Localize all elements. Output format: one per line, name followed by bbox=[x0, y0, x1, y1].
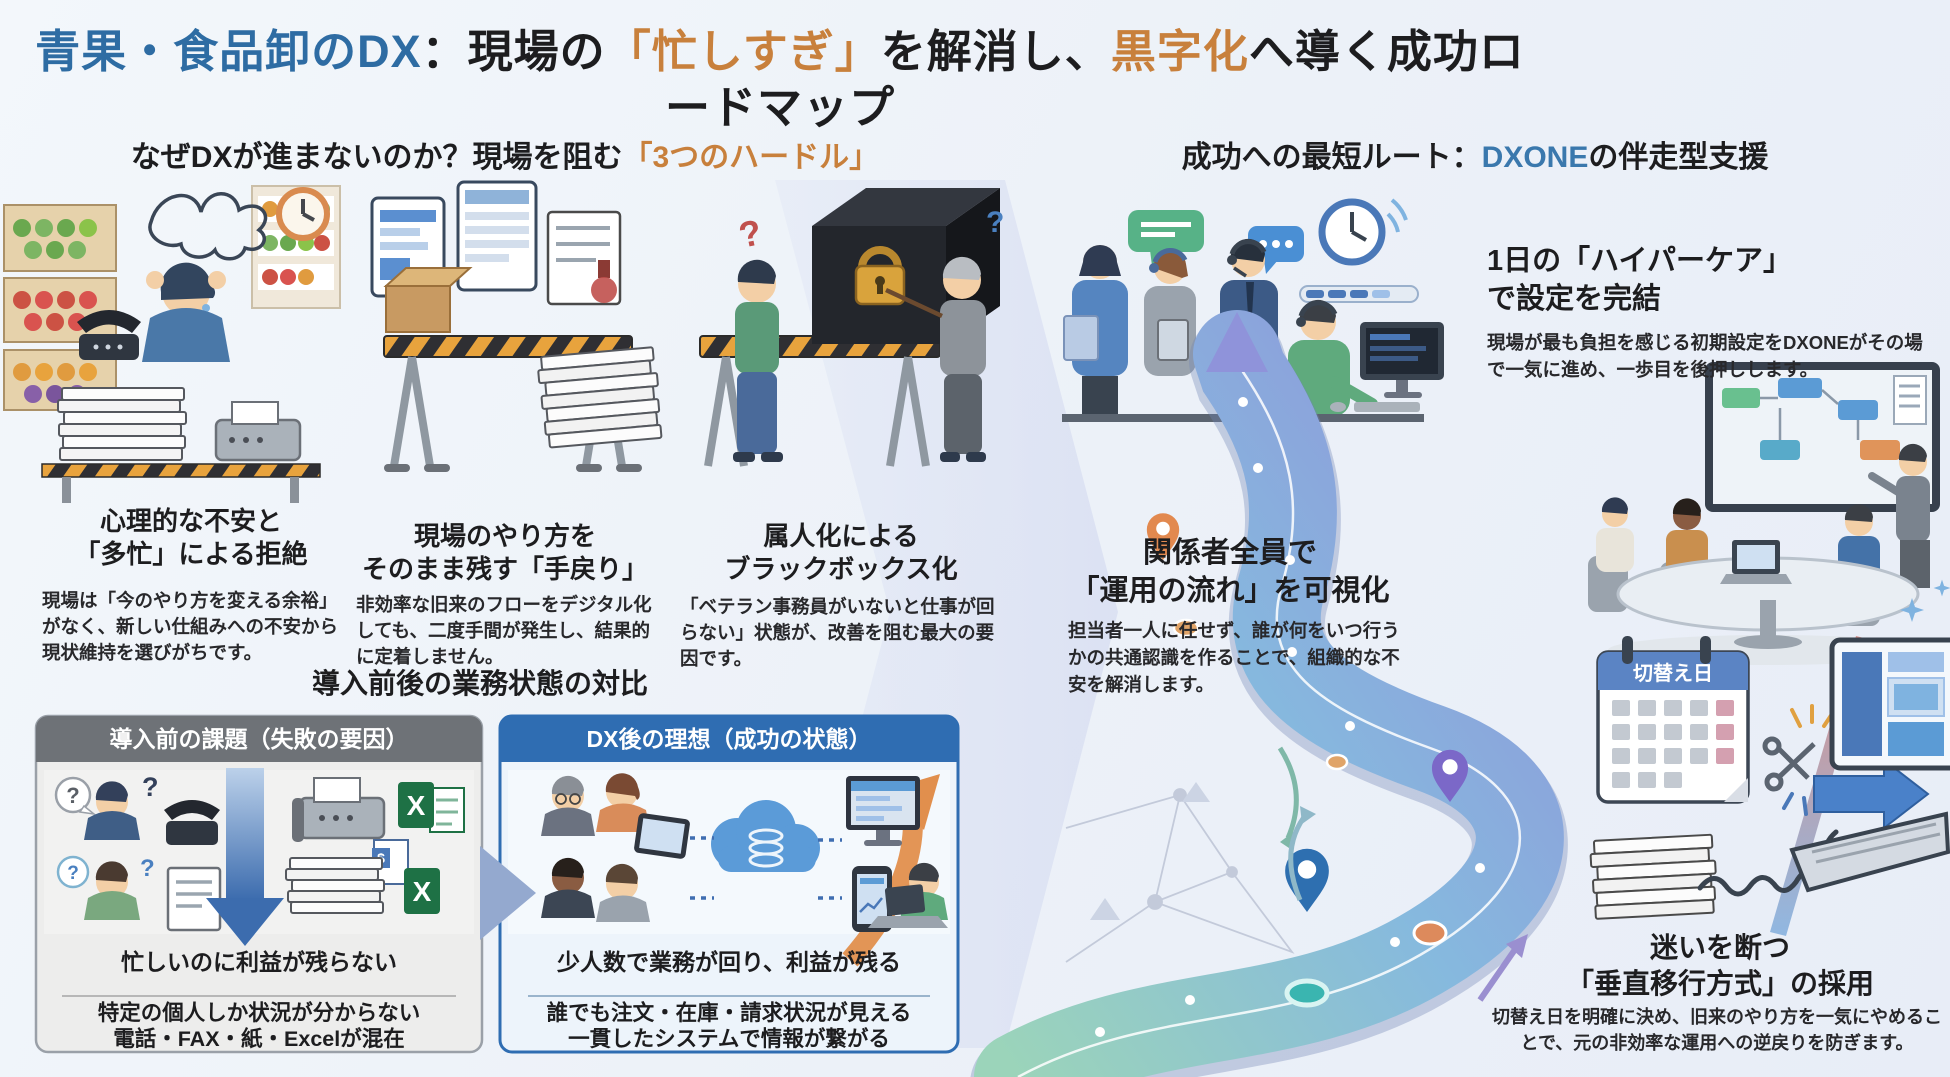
network-lines bbox=[1065, 782, 1295, 963]
workstation-monitor bbox=[1330, 322, 1444, 412]
step-1-title: 1日の「ハイパーケア」 で設定を完結 bbox=[1487, 245, 1792, 315]
clock-icon bbox=[1318, 198, 1408, 266]
before-line-2b: 電話・FAX・紙・Excelが混在 bbox=[113, 1027, 405, 1052]
svg-text:X: X bbox=[413, 876, 432, 907]
desk-phone-icon bbox=[77, 310, 141, 360]
stressed-worker-illustration bbox=[41, 187, 330, 503]
before-line-1: 忙しいのに利益が残らない bbox=[121, 949, 397, 975]
step-2-title: 関係者全員で 「運用の流れ」を可視化 bbox=[1070, 537, 1390, 607]
hurdle-3-title: 属人化による ブラックボックス化 bbox=[724, 521, 958, 584]
before-line-2: 特定の個人しか状況が分からない 電話・FAX・紙・Excelが混在 bbox=[36, 1000, 482, 1052]
hurdle-1-title: 心理的な不安と 「多忙」による拒絶 bbox=[74, 506, 308, 569]
right-heading-brand: DXONE bbox=[1481, 141, 1589, 174]
svg-text:?: ? bbox=[140, 855, 155, 882]
scissors-icon bbox=[1762, 736, 1816, 792]
veteran-worker bbox=[885, 256, 986, 462]
blackbox-illustration: ? ? bbox=[699, 188, 1004, 467]
svg-text:?: ? bbox=[66, 783, 79, 808]
after-line-2a: 誰でも注文・在庫・請求状況が見える bbox=[546, 1001, 912, 1025]
page-title: 青果・食品卸のDX：現場の「忙しすぎ」を解消し、黒字化へ導く成功ロードマップ bbox=[25, 24, 1535, 137]
svg-text:?: ? bbox=[986, 206, 1004, 239]
meeting-illustration bbox=[1588, 362, 1940, 665]
hurdle-2-body: 非効率な旧来のフローをデジタル化しても、二度手間が発生し、結果的に定着しません。 bbox=[356, 594, 652, 667]
after-panel-illustration bbox=[541, 773, 948, 967]
roadmap-road bbox=[970, 310, 1568, 1077]
support-team-illustration bbox=[1062, 198, 1444, 422]
title-seg-profit: 黒字化 bbox=[1110, 26, 1249, 77]
comparison-heading: 導入前後の業務状態の対比 bbox=[311, 668, 648, 699]
after-line-2b: 一貫したシステムで情報が繋がる bbox=[568, 1027, 890, 1052]
rework-illustration bbox=[370, 180, 663, 472]
sparkle-icon bbox=[1933, 579, 1950, 597]
left-section-heading: なぜDXが進まないのか？現場を阻む「3つのハードル」 bbox=[55, 139, 955, 177]
left-heading-black: なぜDXが進まないのか？現場を阻む bbox=[130, 141, 623, 174]
decorative-arrows bbox=[1277, 746, 1528, 1002]
title-seg-2: ：現場の bbox=[421, 26, 606, 77]
fax-icon bbox=[292, 777, 386, 842]
fax-machine-icon bbox=[214, 401, 302, 462]
after-panel-header: DX後の理想（成功の状態） bbox=[586, 726, 872, 752]
step-1-body: 現場が最も負担を感じる初期設定をDXONEがその場で一気に進め、一歩目を後押しし… bbox=[1487, 332, 1923, 380]
svg-text:?: ? bbox=[735, 211, 765, 256]
calendar-icon: 切替え日 bbox=[1596, 636, 1750, 804]
right-heading-pre: 成功への最短ルート： bbox=[1181, 141, 1482, 174]
puzzled-worker bbox=[733, 259, 783, 462]
panel-transition-arrow bbox=[480, 846, 536, 940]
progress-bar bbox=[1299, 285, 1419, 303]
step-3-body: 切替え日を明確に決め、旧来のやり方を一気にやめることで、元の非効率な運用への逆戻… bbox=[1492, 1007, 1942, 1054]
excel-icon: X bbox=[398, 782, 465, 833]
cloud-database-icon bbox=[711, 800, 820, 872]
right-heading-post: の伴走型支援 bbox=[1588, 141, 1769, 174]
hurdle-1-body: 現場は「今のやり方を変える余裕」がなく、新しい仕組みへの不安から現状維持を選びが… bbox=[42, 590, 339, 663]
smartphone-icon bbox=[852, 866, 892, 932]
step-3-title: 迷いを断つ 「垂直移行方式」の採用 bbox=[1565, 932, 1874, 1000]
title-seg-busy: 「忙しすぎ」 bbox=[605, 26, 881, 77]
before-panel-illustration: ? ? ? ? X $ bbox=[54, 768, 465, 946]
after-line-1: 少人数で業務が回り、利益が残る bbox=[556, 949, 902, 975]
paper-stack-icon bbox=[57, 387, 187, 461]
after-line-2: 誰でも注文・在庫・請求状況が見える 一貫したシステムで情報が繋がる bbox=[500, 1000, 958, 1052]
svg-text:?: ? bbox=[142, 772, 159, 802]
right-section-heading: 成功への最短ルート：DXONEの伴走型支援 bbox=[1055, 139, 1895, 177]
laptop-user-icon bbox=[868, 862, 948, 928]
paper-pile-icon bbox=[537, 346, 663, 449]
monitor-icon bbox=[846, 776, 920, 846]
cutover-illustration: 切替え日 bbox=[1589, 579, 1950, 936]
hurdle-2-title: 現場のやり方を そのまま残す「手戻り」 bbox=[361, 521, 648, 584]
laptop-icon bbox=[1789, 637, 1950, 893]
before-line-2a: 特定の個人しか状況が分からない bbox=[97, 1001, 421, 1025]
step-2-body: 担当者一人に任せず、誰が何をいつ行うかの共通認識を作ることで、組織的な不安を解消… bbox=[1068, 620, 1400, 695]
migration-arrow bbox=[1813, 757, 1930, 831]
paper-pile-small bbox=[285, 857, 385, 914]
title-seg-6: へ導く成功ロードマップ bbox=[664, 26, 1525, 134]
hurdle-3-body: 「ベテラン事務員がいないと仕事が回らない」状態が、改善を阻む最大の要因です。 bbox=[680, 596, 995, 669]
svg-text:X: X bbox=[407, 790, 426, 821]
before-panel-header: 導入前の課題（失敗の要因） bbox=[109, 726, 409, 752]
title-seg-4: を解消し、 bbox=[880, 26, 1111, 77]
calendar-date-label: 切替え日 bbox=[1633, 661, 1713, 685]
svg-text:?: ? bbox=[67, 863, 79, 884]
paper-stack-old bbox=[1589, 833, 1717, 920]
title-seg-product: 青果・食品卸のDX bbox=[35, 26, 422, 77]
left-heading-orange: 「3つのハードル」 bbox=[622, 141, 880, 174]
